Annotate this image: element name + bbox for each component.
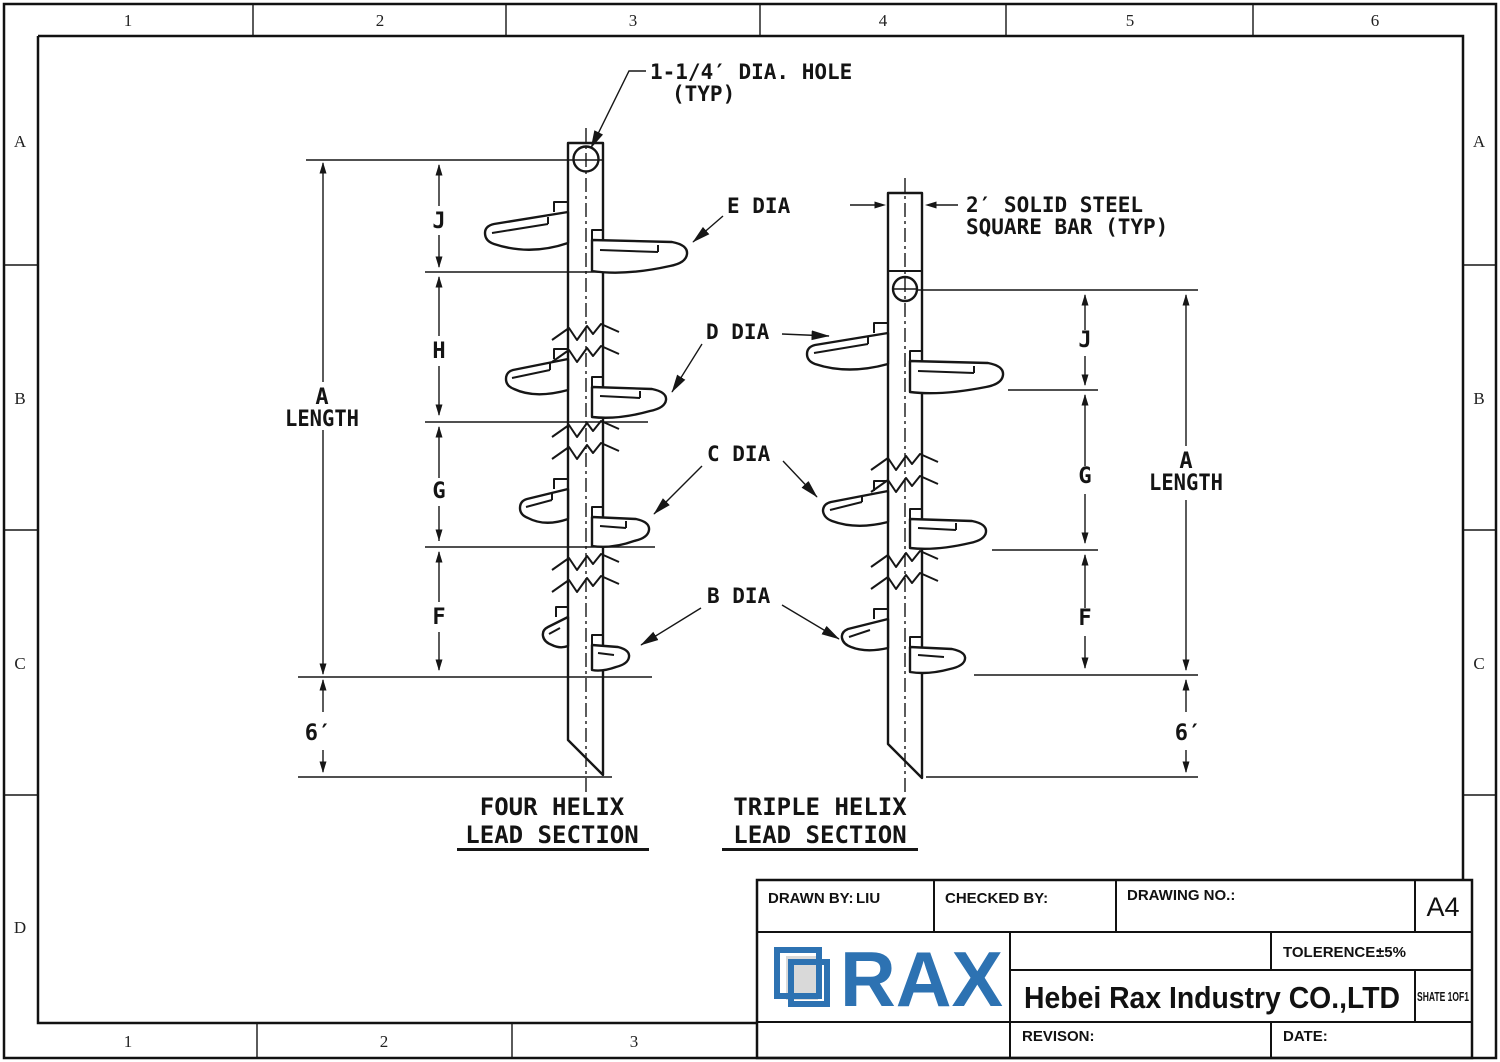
dim-label-j-right: J [1078, 328, 1091, 353]
dim-label-length-right: LENGTH [1149, 471, 1223, 496]
revision-label: REVISON: [1022, 1028, 1095, 1045]
caption-underline-right [722, 848, 918, 851]
zone-label-top-1: 1 [124, 11, 133, 30]
label-d-dia: D DIA [706, 320, 770, 344]
zone-label-left-b: B [14, 389, 25, 408]
caption-four-helix-line2: LEAD SECTION [465, 821, 638, 849]
label-e-dia: E DIA [727, 194, 791, 218]
break-symbols-right [870, 453, 939, 590]
rax-logo-mark-icon [774, 947, 830, 1007]
zone-label-top-6: 6 [1371, 11, 1380, 30]
rax-logo: RAX [774, 935, 1003, 1023]
drawn-by-value: LIU [856, 890, 880, 907]
label-b-dia: B DIA [707, 584, 771, 608]
helix-blade-e-right-half [590, 238, 689, 274]
zone-label-right-a: A [1473, 132, 1486, 151]
annotations: 1-1/4′ DIA. HOLE (TYP) 2′ SOLID STEEL SQ… [590, 60, 1168, 646]
dim-label-g-left: G [432, 479, 445, 504]
dim-label-a-left: A [315, 385, 328, 410]
triple-helix-view: J G F A LENGTH 6′ [722, 178, 1223, 851]
label-c-dia: C DIA [707, 442, 771, 466]
zone-label-left-c: C [14, 654, 25, 673]
caption-underline-left [457, 848, 649, 851]
helix-blade-d2-right-half [908, 359, 1005, 395]
dim-label-f-right: F [1078, 606, 1091, 631]
zone-label-right-c: C [1473, 654, 1484, 673]
helix-blades-right [805, 322, 1005, 675]
zone-label-top-2: 2 [376, 11, 385, 30]
sheet-number: SHATE 1OF1 [1417, 989, 1469, 1004]
dim-label-a-right: A [1179, 449, 1192, 474]
helix-blade-b2-left-half [840, 617, 890, 652]
zone-label-top-3: 3 [629, 11, 638, 30]
note-hole-line1: 1-1/4′ DIA. HOLE [650, 60, 852, 84]
zone-label-left-a: A [14, 132, 27, 151]
helix-blade-d-left-half [504, 357, 570, 396]
date-label: DATE: [1283, 1028, 1328, 1045]
tolerance-value: ±5% [1376, 944, 1406, 961]
helix-blade-c-left-half [518, 487, 570, 524]
drawn-by-label: DRAWN BY: [768, 890, 854, 907]
dim-label-h-left: H [432, 339, 445, 364]
helix-blade-b2-right-half [908, 645, 967, 675]
note-bar-line1: 2′ SOLID STEEL [966, 193, 1143, 217]
helix-blade-c-right-half [590, 515, 651, 549]
checked-by-label: CHECKED BY: [945, 890, 1048, 907]
break-symbols-left [551, 323, 620, 593]
four-helix-view: A LENGTH J H G F 6′ [285, 128, 689, 851]
helix-blade-b-right-half [590, 643, 631, 672]
dim-label-length-left: LENGTH [285, 407, 359, 432]
zone-label-left-d: D [14, 918, 26, 937]
dim-label-point-left: 6′ [305, 721, 332, 746]
paper-size: A4 [1426, 892, 1459, 922]
caption-triple-helix-line1: TRIPLE HELIX [733, 793, 907, 821]
zone-label-right-b: B [1473, 389, 1484, 408]
helix-blade-b-left-half [541, 615, 570, 649]
company-name: Hebei Rax Industry CO.,LTD [1024, 980, 1400, 1015]
zone-label-bottom-3: 3 [630, 1032, 639, 1051]
helix-blade-c2-right-half [908, 517, 988, 551]
dim-label-point-right: 6′ [1175, 721, 1202, 746]
zone-label-top-4: 4 [879, 11, 888, 30]
caption-triple-helix-line2: LEAD SECTION [733, 821, 906, 849]
note-hole-line2: (TYP) [672, 82, 735, 106]
drawing-no-label: DRAWING NO.: [1127, 887, 1235, 904]
dim-label-j-left: J [432, 209, 445, 234]
title-block: DRAWN BY: LIU CHECKED BY: DRAWING NO.: A… [755, 878, 1474, 1060]
tolerance-label: TOLERENCE: [1283, 944, 1380, 961]
dimensions-right: J G F A LENGTH 6′ [850, 201, 1223, 778]
dim-label-g-right: G [1078, 464, 1091, 489]
zone-label-bottom-1: 1 [124, 1032, 133, 1051]
zone-label-bottom-2: 2 [380, 1032, 389, 1051]
dim-label-f-left: F [432, 605, 445, 630]
rax-logo-text: RAX [840, 935, 1003, 1023]
zone-label-top-5: 5 [1126, 11, 1135, 30]
dimensions-left: A LENGTH J H G F 6′ [285, 159, 655, 778]
caption-four-helix-line1: FOUR HELIX [480, 793, 625, 821]
helix-blade-c2-left-half [821, 489, 890, 527]
helix-blade-e-left-half [483, 210, 570, 251]
helix-blade-d-right-half [590, 385, 668, 419]
helix-blades-left [483, 201, 689, 672]
note-bar-line2: SQUARE BAR (TYP) [966, 215, 1168, 239]
